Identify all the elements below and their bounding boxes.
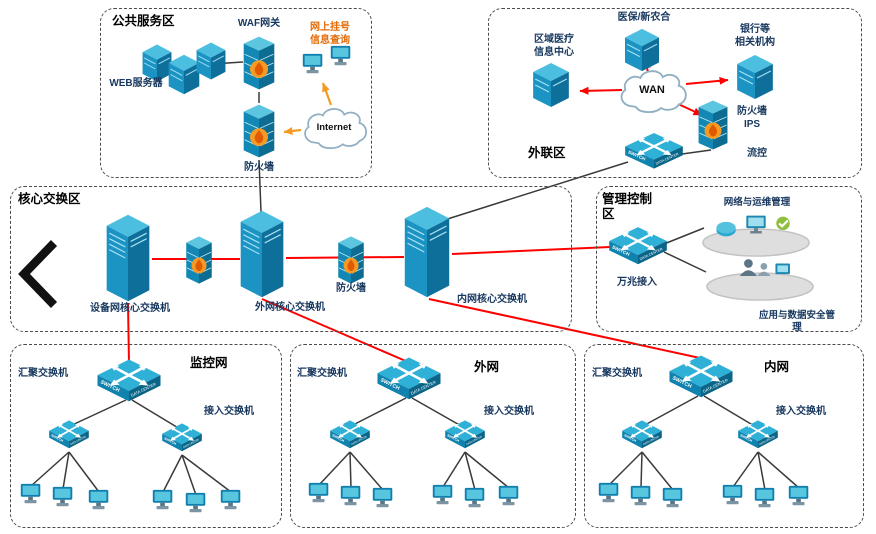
zone-title-core-switching: 核心交换区 <box>18 192 81 206</box>
pc-icon <box>338 484 364 508</box>
label-medical-insurance: 医保/新农合 <box>617 12 671 23</box>
pc-icon <box>430 483 456 507</box>
device-core-switch-icon <box>104 212 152 304</box>
label-core-firewall: 防火墙 <box>336 283 366 294</box>
zone-title-external-link: 外联区 <box>528 146 566 160</box>
pc-icon <box>462 486 488 510</box>
flow-control-switch-icon <box>622 130 686 176</box>
pc-icon <box>370 486 396 510</box>
label-wan: WAN <box>639 84 665 96</box>
label-ext-aggregation-switch: 汇聚交换机 <box>297 368 347 379</box>
label-ten-gig-access: 万兆接入 <box>617 277 657 288</box>
label-device-core-switch: 设备网核心交换机 <box>90 303 170 314</box>
label-app-data-security: 应用与数据安全管理 <box>758 310 835 333</box>
pc-icon <box>86 488 112 512</box>
regional-medical-server-icon <box>530 60 572 110</box>
pc-icon <box>786 484 812 508</box>
internal-core-switch-icon <box>402 204 452 300</box>
zone-title-monitoring-net: 监控网 <box>190 356 228 370</box>
zone-title-public-service: 公共服务区 <box>112 14 175 28</box>
pc-icon <box>628 484 654 508</box>
access-switch-icon <box>620 418 664 454</box>
access-switch-icon <box>160 421 204 457</box>
pc-icon <box>752 486 778 510</box>
label-mon-access-switch: 接入交换机 <box>204 406 254 417</box>
label-int-access-switch: 接入交换机 <box>776 406 826 417</box>
access-switch-icon <box>736 418 780 454</box>
registration-pc-icon <box>300 52 326 76</box>
pc-icon <box>306 481 332 505</box>
web-server-icon <box>194 40 228 82</box>
zone-box-core-switching <box>10 186 572 332</box>
zone-title-management: 管理控制 区 <box>602 192 653 221</box>
label-flow-control: 流控 <box>747 148 767 159</box>
label-internal-core-switch: 内网核心交换机 <box>457 294 527 305</box>
pc-icon <box>18 482 44 506</box>
label-web-server: WEB服务器 <box>109 78 163 89</box>
zone-box-monitoring-net <box>10 344 282 528</box>
pc-icon <box>150 488 176 512</box>
zone-box-public-service <box>100 8 372 178</box>
label-mon-aggregation-switch: 汇聚交换机 <box>18 368 68 379</box>
label-firewall-ips: 防火墙 IPS <box>737 106 767 130</box>
app-security-platform-icon <box>704 250 816 302</box>
pc-icon <box>660 486 686 510</box>
previous-arrow-icon[interactable] <box>14 238 62 310</box>
ten-gig-access-switch-icon <box>606 224 670 272</box>
external-core-switch-icon <box>238 208 286 300</box>
pc-icon <box>50 485 76 509</box>
label-regional-medical: 区域医疗 信息中心 <box>534 34 574 58</box>
zone-box-external-link <box>488 8 862 178</box>
label-network-ops: 网络与运维管理 <box>723 197 791 208</box>
access-switch-icon <box>47 418 91 454</box>
zone-box-management <box>596 186 862 332</box>
waf-gateway-icon <box>241 34 277 92</box>
label-int-aggregation-switch: 汇聚交换机 <box>592 368 642 379</box>
access-switch-icon <box>443 418 487 454</box>
registration-pc-icon <box>328 44 354 68</box>
aggregation-switch-icon <box>94 356 164 410</box>
label-waf-gateway: WAF网关 <box>237 18 281 29</box>
pc-icon <box>496 484 522 508</box>
bank-server-icon <box>734 52 776 102</box>
aggregation-switch-icon <box>666 352 736 406</box>
label-ext-access-switch: 接入交换机 <box>484 406 534 417</box>
pc-icon <box>218 488 244 512</box>
zone-box-intranet <box>584 344 864 528</box>
pc-icon <box>720 483 746 507</box>
aggregation-switch-icon <box>374 354 444 408</box>
public-firewall-icon <box>241 102 277 160</box>
core-firewall-icon <box>184 234 214 286</box>
firewall-ips-icon <box>696 98 730 152</box>
zone-box-extranet <box>290 344 576 528</box>
zone-title-intranet: 内网 <box>764 360 790 374</box>
core-firewall-icon <box>336 234 366 286</box>
access-switch-icon <box>328 418 372 454</box>
pc-icon <box>183 491 209 515</box>
label-public-firewall: 防火墙 <box>244 162 274 173</box>
label-internet: Internet <box>316 122 352 133</box>
label-online-registration: 网上挂号 信息查询 <box>310 22 350 46</box>
pc-icon <box>596 481 622 505</box>
label-banks: 银行等 相关机构 <box>735 24 775 48</box>
label-external-core-switch: 外网核心交换机 <box>255 302 325 313</box>
zone-title-extranet: 外网 <box>474 360 500 374</box>
